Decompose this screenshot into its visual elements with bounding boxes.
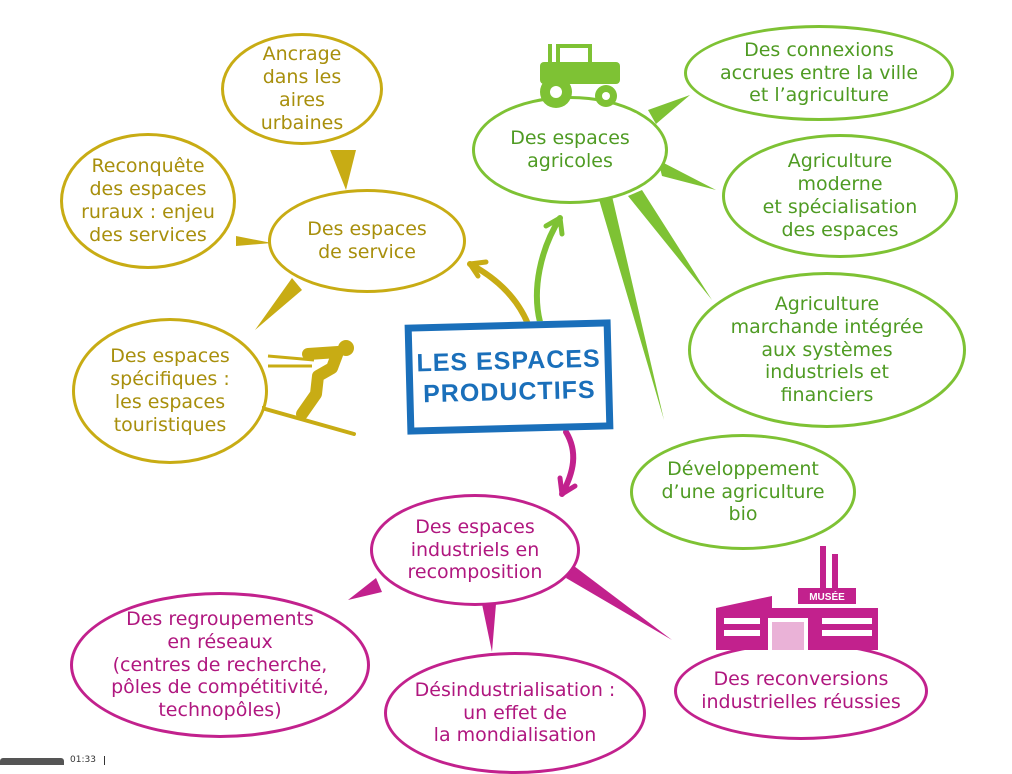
node-agriculture-moderne: Agriculture moderne et spécialisation de… — [722, 134, 958, 258]
connector-service-touristiques — [255, 278, 302, 330]
arrow-center-service — [467, 261, 531, 327]
connector-industriel-regroupements — [348, 578, 382, 600]
factory-museum-sign: MUSÉE — [809, 590, 845, 603]
video-time: 01:33 — [70, 755, 96, 765]
video-divider — [104, 756, 105, 765]
connector-agricole-connexions — [648, 95, 690, 124]
connector-service-reconquete — [236, 236, 272, 246]
connector-agricole-bio — [598, 196, 664, 420]
connector-agricole-moderne — [658, 160, 716, 190]
node-reconversions-industrielles: Des reconversions industrielles réussies — [674, 642, 928, 740]
arrow-center-industriel — [559, 429, 577, 497]
node-connexions-ville-agriculture: Des connexions accrues entre la ville et… — [684, 25, 954, 121]
connector-industriel-reconversions — [566, 566, 672, 640]
node-reconquete-espaces-ruraux: Reconquête des espaces ruraux : enjeu de… — [60, 133, 236, 269]
node-ancrage-aires-urbaines: Ancrage dans les aires urbaines — [221, 33, 383, 145]
node-espaces-touristiques: Des espaces spécifiques : les espaces to… — [72, 318, 268, 464]
connector-service-ancrage — [330, 150, 356, 190]
connector-industriel-desindustrialisation — [482, 604, 496, 652]
skier-icon — [262, 340, 356, 436]
video-progress-bar[interactable] — [0, 758, 64, 765]
center-title-box: LES ESPACES PRODUCTIFS — [404, 319, 614, 435]
node-espaces-industriels: Des espaces industriels en recomposition — [370, 494, 580, 606]
tractor-icon — [540, 44, 620, 108]
node-agriculture-marchande: Agriculture marchande intégrée aux systè… — [688, 272, 966, 428]
node-desindustrialisation: Désindustrialisation : un effet de la mo… — [384, 652, 646, 774]
node-regroupements-reseaux: Des regroupements en réseaux (centres de… — [70, 592, 370, 738]
arrow-center-agricole — [533, 215, 563, 325]
node-agriculture-bio: Développement d’une agriculture bio — [630, 434, 856, 550]
center-title-line1: LES ESPACES — [416, 344, 602, 378]
node-espaces-de-service: Des espaces de service — [268, 189, 466, 293]
factory-museum-icon: MUSÉE — [716, 546, 878, 650]
node-espaces-agricoles: Des espaces agricoles — [472, 96, 668, 204]
connector-agricole-marchande — [628, 190, 712, 300]
center-title-line2: PRODUCTIFS — [422, 375, 596, 409]
